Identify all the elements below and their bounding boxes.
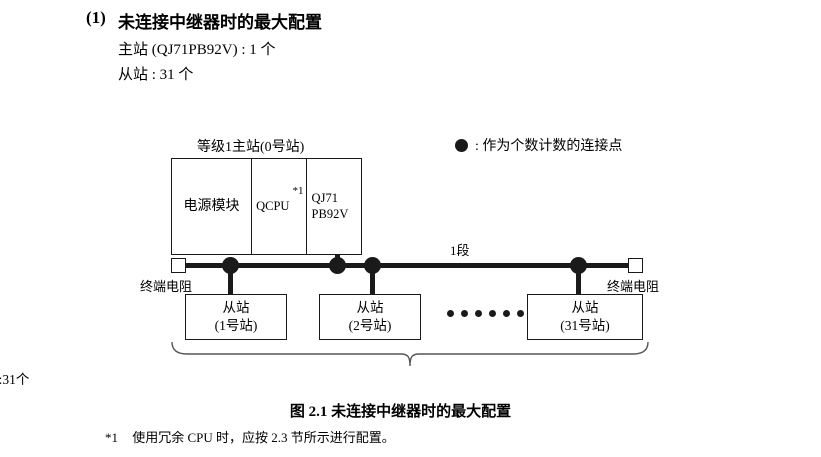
footnote: *1 使用冗余 CPU 时，应按 2.3 节所示进行配置。 [105, 427, 395, 446]
master-station-box: 电源模块 QCPU *1 QJ71 PB92V [171, 158, 362, 255]
filled-circle-icon [455, 138, 468, 152]
slave-title: 从站 [356, 300, 384, 316]
legend-label: : 作为个数计数的连接点 [475, 139, 623, 154]
master-station-label: 等级1主站(0号站) [197, 140, 305, 155]
ellipsis-dot [461, 310, 468, 317]
slave-number: (1号站) [214, 318, 258, 333]
slave-drop-line [228, 263, 233, 295]
footnote-text: 使用冗余 CPU 时，应按 2.3 节所示进行配置。 [132, 430, 395, 445]
terminator-label-right: 终端电阻 [607, 279, 660, 294]
footnote-mark: *1 [105, 430, 118, 445]
ellipsis-dot [475, 310, 482, 317]
bus-line [179, 263, 631, 268]
qcpu-footnote-mark: *1 [292, 185, 304, 197]
pb92v-line1: QJ71 [311, 190, 338, 205]
brace-shape [171, 342, 649, 367]
ellipsis-dot [503, 310, 510, 317]
ellipsis-dot [489, 310, 496, 317]
slave-number: (2号站) [348, 318, 392, 333]
heading-number: (1) [86, 8, 106, 27]
ellipsis-dot [447, 310, 454, 317]
slave-number: (31号站) [560, 318, 610, 333]
ellipsis-dots [447, 310, 524, 317]
slave-drop-line [576, 263, 581, 295]
qcpu-label: QCPU [256, 198, 290, 213]
slave-station-box: 从站 (2号站) [319, 294, 421, 340]
pb92v-cell: QJ71 PB92V [307, 159, 361, 254]
pb92v-line2: PB92V [311, 206, 349, 221]
slave-station-box: 从站 (31号站) [527, 294, 643, 340]
power-module-cell: 电源模块 [172, 159, 253, 254]
terminator-square-icon [628, 258, 643, 273]
terminator-square-icon [171, 258, 186, 273]
segment-label: 1段 [450, 243, 470, 258]
slave-group-brace [170, 342, 650, 368]
ellipsis-dot [517, 310, 524, 317]
brace-label: 从站:31个 [0, 368, 821, 388]
slave-title: 从站 [222, 300, 250, 316]
master-count-line: 主站 (QJ71PB92V) : 1 个 [118, 42, 276, 58]
slave-station-box: 从站 (1号站) [185, 294, 287, 340]
figure-caption: 图 2.1 未连接中继器时的最大配置 [0, 400, 821, 421]
slave-drop-line [370, 263, 375, 295]
terminator-label-left: 终端电阻 [140, 279, 193, 294]
legend: : 作为个数计数的连接点 [455, 135, 622, 155]
page-title: 未连接中继器时的最大配置 [118, 13, 322, 32]
qcpu-cell: QCPU *1 [252, 159, 307, 254]
figure-caption-text: 图 2.1 未连接中继器时的最大配置 [289, 404, 512, 420]
slave-title: 从站 [571, 300, 599, 316]
brace-label-text: 从站:31个 [0, 372, 30, 387]
slave-count-line: 从站 : 31 个 [118, 67, 194, 83]
connection-node-dot [329, 257, 346, 274]
